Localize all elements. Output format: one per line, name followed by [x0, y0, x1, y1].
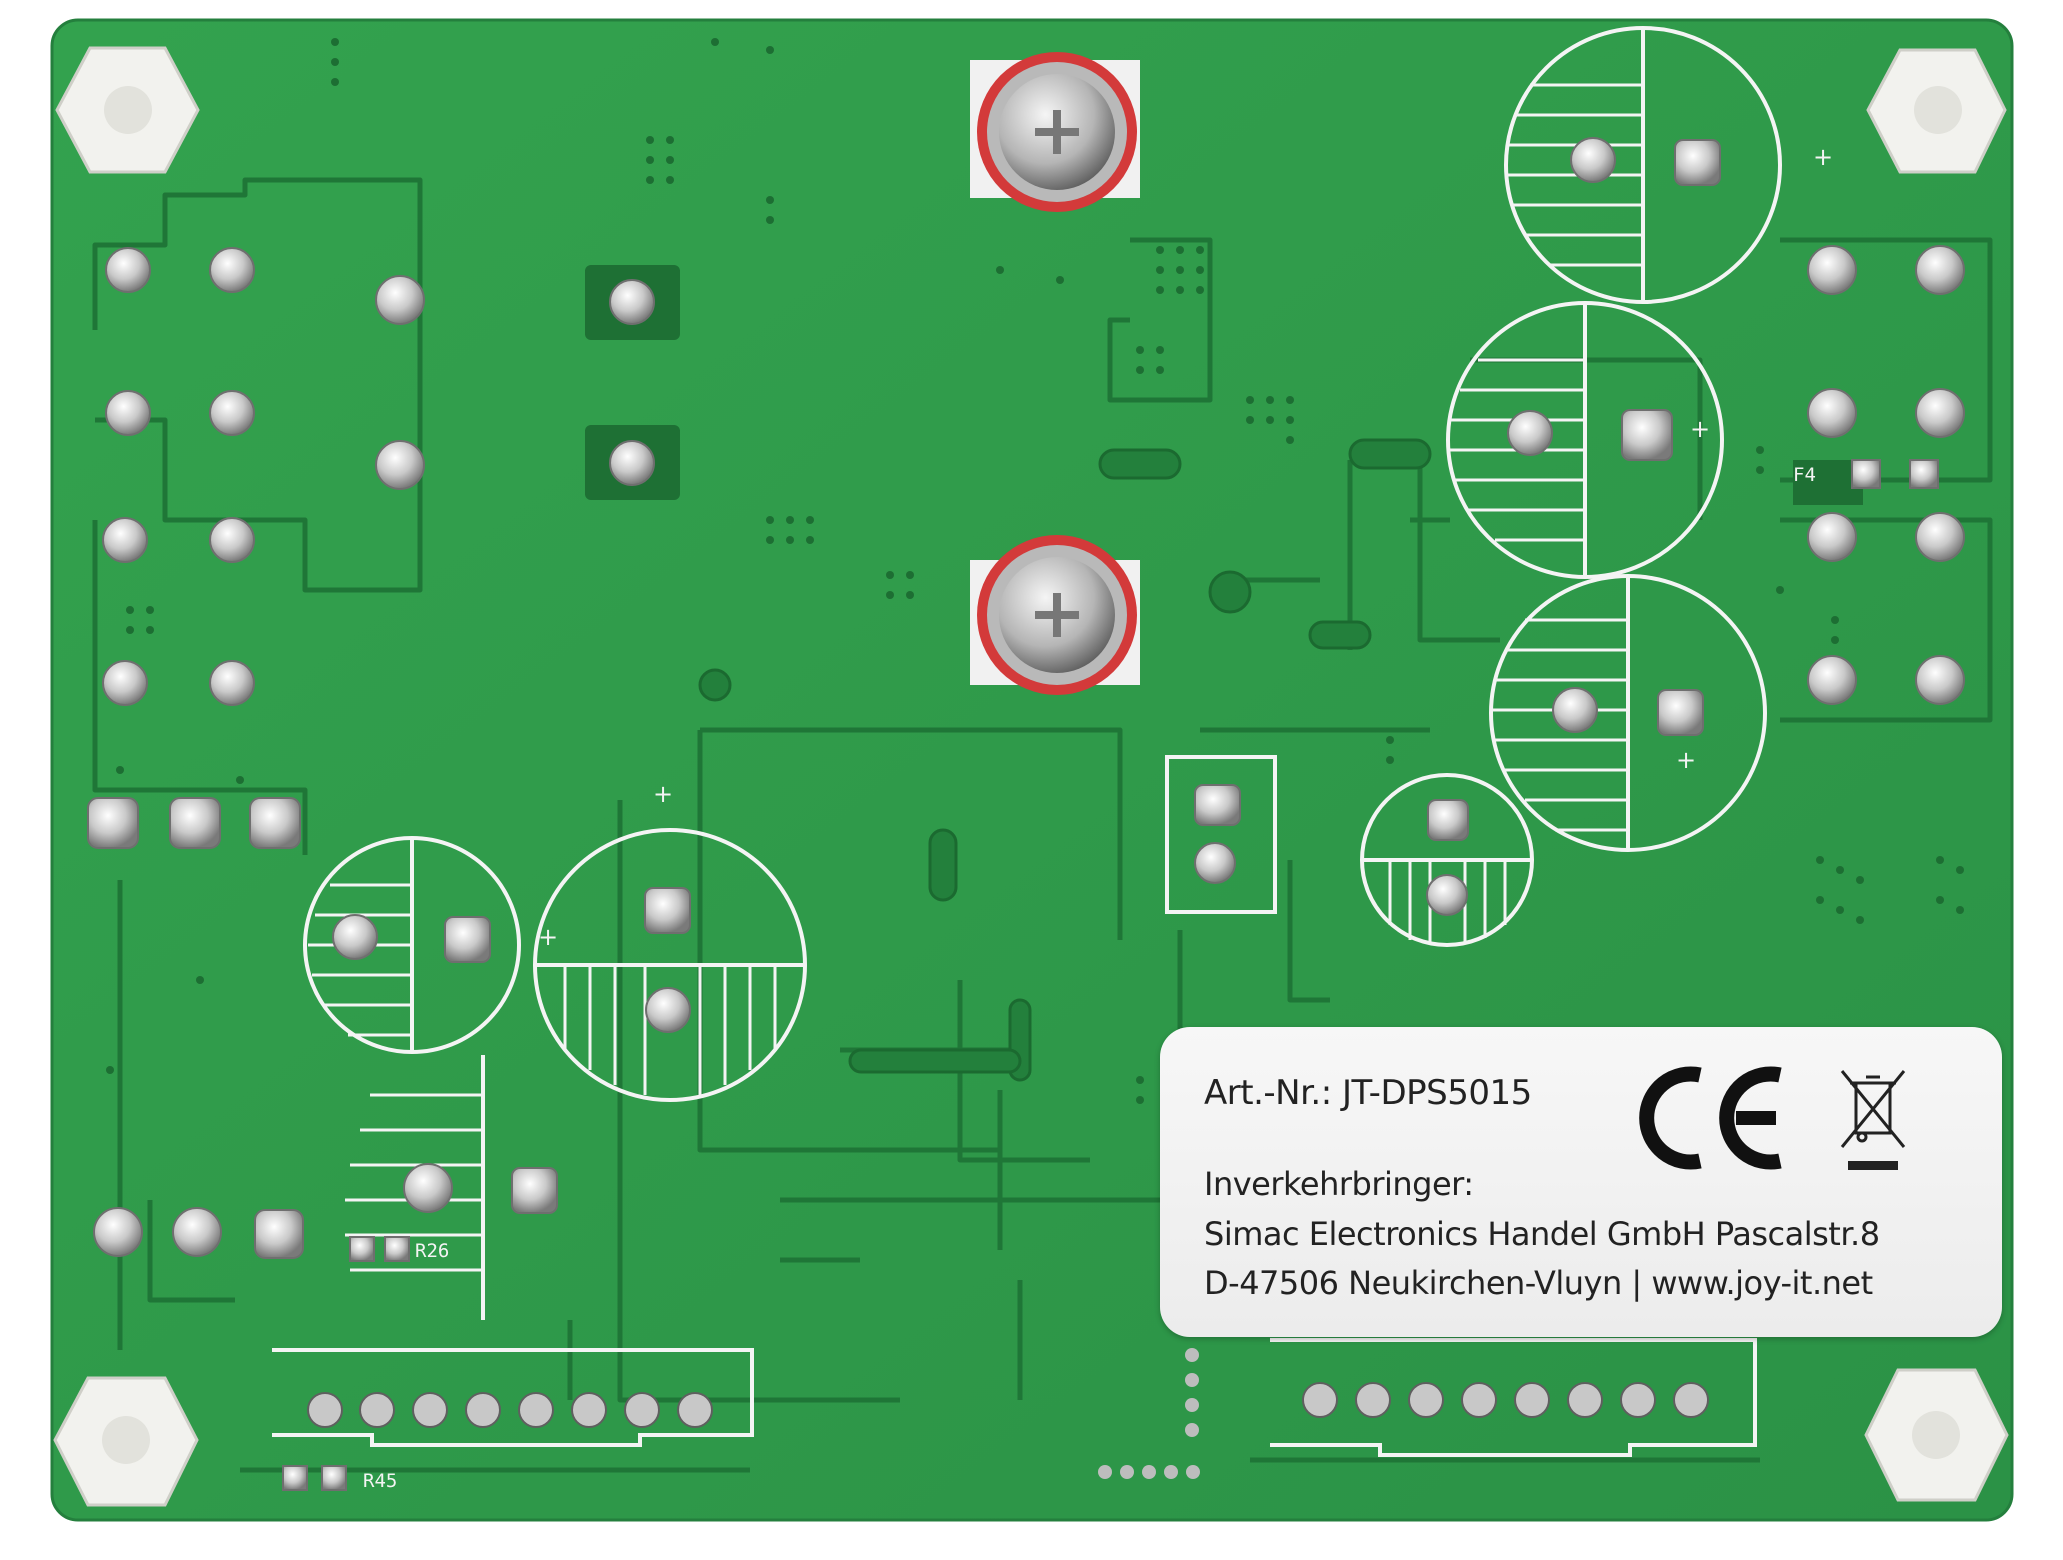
header-pin-icon: [1673, 1382, 1709, 1418]
header-pin-icon: [624, 1392, 660, 1428]
header-pin-icon: [1514, 1382, 1550, 1418]
header-pin-icon: [1355, 1382, 1391, 1418]
header-pin-icon: [1302, 1382, 1338, 1418]
solder-joints: [87, 137, 1965, 1491]
plus-mark: +: [1690, 415, 1710, 443]
ce-mark-icon: [1639, 1066, 1782, 1170]
distributor-heading: Inverkehrbringer:: [1204, 1165, 1474, 1203]
weee-crossed-bin-icon: [1840, 1070, 1906, 1170]
capacitor-outlines: [303, 26, 1782, 1320]
screw-terminals: [970, 52, 1140, 695]
plus-mark: +: [1676, 746, 1696, 774]
distributor-name-line: Simac Electronics Handel GmbH Pascalstr.…: [1204, 1215, 1880, 1253]
nylon-spacer-icon: [1866, 48, 2007, 174]
silk-label-r26: R26: [415, 1240, 450, 1262]
screw-terminal-icon: [970, 535, 1140, 695]
silk-label-r45: R45: [363, 1470, 398, 1492]
header-pin-icon: [1620, 1382, 1656, 1418]
trace-pads: [698, 438, 1432, 1082]
silkscreen-outlines: [272, 755, 1757, 1457]
screw-terminal-icon: [970, 52, 1140, 212]
header-pin-icon: [307, 1392, 343, 1428]
header-pin-icon: [1567, 1382, 1603, 1418]
distributor-address-line: D-47506 Neukirchen-Vluyn | www.joy-it.ne…: [1204, 1264, 1873, 1302]
nylon-spacer-icon: [55, 46, 200, 174]
nylon-spacers: [53, 46, 2009, 1507]
header-pin-icon: [359, 1392, 395, 1428]
header-pin-icon: [571, 1392, 607, 1428]
header-pin-icon: [1461, 1382, 1497, 1418]
header-pin-icon: [1408, 1382, 1444, 1418]
header-pin-icon: [412, 1392, 448, 1428]
vias: [106, 38, 1964, 1104]
nylon-spacer-icon: [53, 1376, 199, 1507]
silk-label-f4: F4: [1793, 464, 1816, 486]
plus-mark: +: [653, 780, 673, 808]
header-pin-icon: [518, 1392, 554, 1428]
nylon-spacer-icon: [1864, 1368, 2009, 1502]
plus-mark: +: [1813, 143, 1833, 171]
polarity-marks: + + + + +: [538, 143, 1833, 951]
header-pin-icon: [677, 1392, 713, 1428]
article-number: Art.-Nr.: JT-DPS5015: [1204, 1073, 1532, 1113]
plus-mark: +: [538, 923, 558, 951]
product-label-sticker: Art.-Nr.: JT-DPS5015 Inverkehrbringer: S…: [1160, 1027, 2002, 1337]
header-pin-icon: [465, 1392, 501, 1428]
